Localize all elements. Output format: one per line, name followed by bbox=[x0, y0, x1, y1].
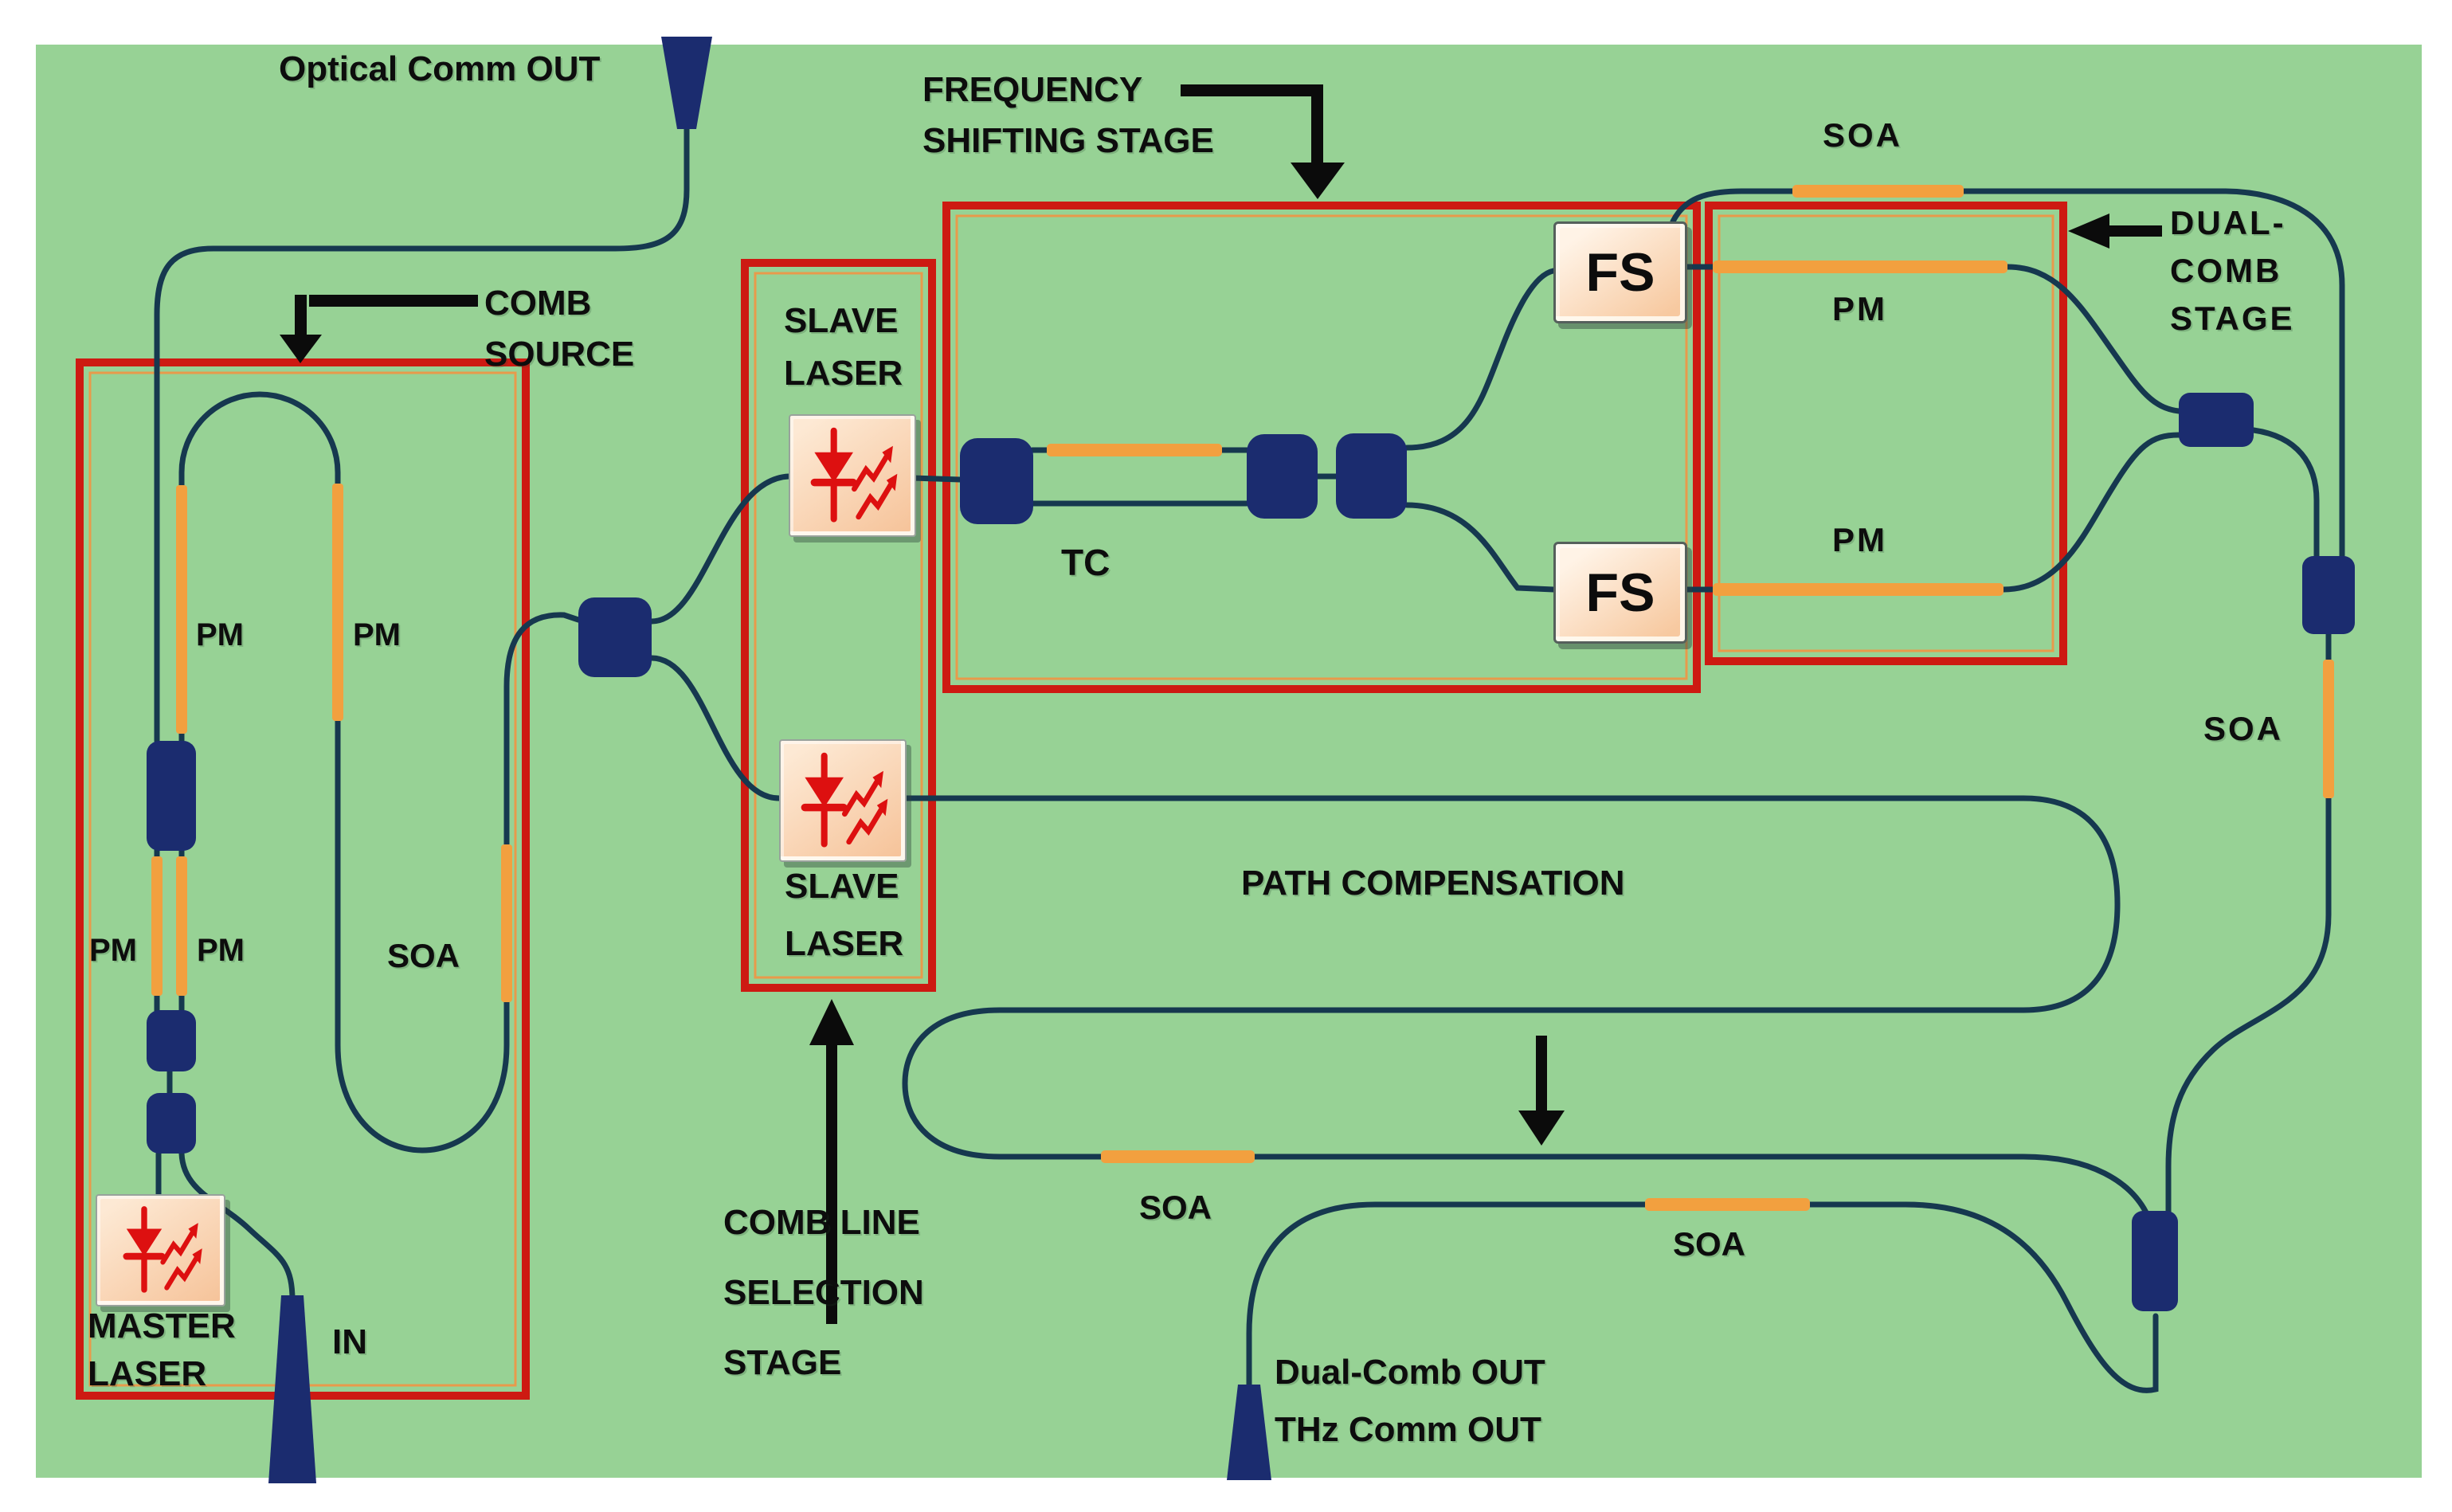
pm-segment-dual-bottom bbox=[1713, 583, 2004, 596]
pm-dual-top-label: PM bbox=[1832, 290, 1887, 327]
fiber-to-fs-bottom bbox=[1404, 502, 1557, 593]
fiber-pm-top-line bbox=[1679, 264, 2182, 414]
fs-label: FS bbox=[1585, 562, 1655, 623]
pm-segment-lower-right bbox=[176, 856, 187, 996]
stage-box-comb-line-selection bbox=[741, 259, 936, 992]
slave1-label-1: SLAVE bbox=[784, 301, 899, 340]
slave2-label-2: LASER bbox=[785, 924, 904, 963]
fiber-pm-bottom-line bbox=[1679, 432, 2182, 593]
soa-top-label: SOA bbox=[1823, 116, 1903, 154]
master-laser-icon bbox=[96, 1194, 225, 1306]
master-laser-label-2: LASER bbox=[88, 1354, 207, 1393]
arrow-path-compensation bbox=[1518, 1036, 1565, 1146]
dual-comb-out-label: Dual-Comb OUT bbox=[1275, 1353, 1545, 1392]
stage-box-dual-comb bbox=[1705, 202, 2067, 665]
fiber-path-compensation bbox=[900, 795, 2149, 1216]
fs-label: FS bbox=[1585, 242, 1655, 303]
slave-laser-icon-top bbox=[789, 414, 916, 537]
coupler-comb-main bbox=[147, 741, 196, 851]
fiber-dual-comb-out bbox=[1246, 1201, 2159, 1393]
coupler-tc-out1 bbox=[1247, 434, 1318, 519]
fiber-splitter-to-slave1 bbox=[648, 473, 792, 625]
pm-segment-lower-left bbox=[151, 856, 163, 996]
fiber-combiner-to-merge bbox=[2250, 427, 2320, 561]
path-compensation-label: PATH COMPENSATION bbox=[1241, 864, 1625, 903]
tc-label: TC bbox=[1061, 542, 1110, 583]
frequency-shifting-label-1: FREQUENCY bbox=[922, 70, 1143, 109]
comb-line-selection-label-3: STAGE bbox=[723, 1343, 842, 1382]
dual-comb-label-1: DUAL- bbox=[2170, 204, 2286, 241]
soa-segment-out bbox=[1645, 1198, 1810, 1211]
slave2-label-1: SLAVE bbox=[785, 867, 899, 906]
connector-dual-out bbox=[1227, 1385, 1271, 1480]
pm-dual-bottom-label: PM bbox=[1832, 521, 1887, 558]
pm-segment-dual-top bbox=[1713, 260, 2007, 273]
master-laser-label-1: MASTER bbox=[88, 1306, 236, 1346]
dual-comb-label-2: COMB bbox=[2170, 252, 2282, 289]
coupler-dual-combiner bbox=[2179, 393, 2254, 447]
dual-comb-label-3: STAGE bbox=[2170, 300, 2295, 337]
slave1-label-2: LASER bbox=[784, 354, 903, 393]
soa-comb-label: SOA bbox=[387, 937, 460, 974]
arrow-comb-line-selection bbox=[809, 999, 854, 1324]
fiber-splitter-to-slave2 bbox=[648, 655, 782, 801]
pm-lower-right-label: PM bbox=[197, 933, 245, 968]
arrow-comb-source bbox=[280, 295, 478, 363]
fiber-optical-out bbox=[154, 126, 690, 744]
pm-lower-left-label: PM bbox=[89, 933, 137, 968]
soa-segment-serpentine bbox=[1101, 1150, 1255, 1163]
fs-box-bottom: FS bbox=[1553, 542, 1687, 644]
comb-line-selection-label-1: COMB LINE bbox=[723, 1203, 920, 1242]
soa-segment-comb bbox=[501, 844, 512, 1002]
in-port-label: IN bbox=[332, 1322, 367, 1361]
soa-out-label: SOA bbox=[1673, 1225, 1746, 1263]
chip-board bbox=[36, 45, 2422, 1478]
tc-segment bbox=[1047, 444, 1222, 456]
coupler-tc-out2 bbox=[1336, 433, 1407, 519]
coupler-right-merge bbox=[2302, 556, 2355, 634]
optical-comm-out-label: Optical Comm OUT bbox=[279, 49, 601, 88]
fs-box-top: FS bbox=[1553, 221, 1687, 323]
soa-right-label: SOA bbox=[2203, 710, 2284, 747]
arrow-frequency-shifting bbox=[1181, 84, 1345, 199]
thz-comm-out-label: THz Comm OUT bbox=[1275, 1410, 1541, 1449]
soa-segment-top bbox=[1792, 185, 1964, 198]
soa-serpentine-label: SOA bbox=[1139, 1189, 1212, 1226]
arrow-dual-comb bbox=[2068, 213, 2162, 249]
stage-box-frequency-shifting bbox=[942, 202, 1701, 693]
pm-segment-ring-right bbox=[332, 484, 343, 721]
coupler-splitter bbox=[578, 597, 652, 677]
coupler-output-merge bbox=[2132, 1211, 2178, 1311]
fiber-to-fs-top bbox=[1404, 268, 1557, 451]
fiber-comb-ring bbox=[178, 391, 582, 1154]
fiber-to-in-port bbox=[178, 1150, 296, 1303]
fiber-soa-right-down bbox=[2165, 631, 2332, 1216]
comb-source-label-2: SOURCE bbox=[484, 335, 635, 374]
connector-optical-out bbox=[661, 37, 712, 129]
coupler-tc-in bbox=[960, 438, 1033, 524]
slave-laser-icon-bottom bbox=[779, 739, 907, 862]
connector-in bbox=[268, 1295, 316, 1483]
comb-line-selection-label-2: SELECTION bbox=[723, 1273, 924, 1312]
fiber-soa-top-chain bbox=[1670, 188, 2345, 561]
coupler-comb-mid2 bbox=[147, 1093, 196, 1154]
comb-source-label-1: COMB bbox=[484, 284, 592, 323]
soa-segment-right bbox=[2323, 660, 2334, 798]
pm-ring-left-label: PM bbox=[196, 617, 244, 652]
pm-ring-right-label: PM bbox=[353, 617, 401, 652]
frequency-shifting-label-2: SHIFTING STAGE bbox=[922, 121, 1214, 160]
fiber-slave1-out bbox=[910, 475, 963, 483]
pm-segment-ring-left bbox=[176, 485, 187, 734]
coupler-comb-mid1 bbox=[147, 1010, 196, 1071]
